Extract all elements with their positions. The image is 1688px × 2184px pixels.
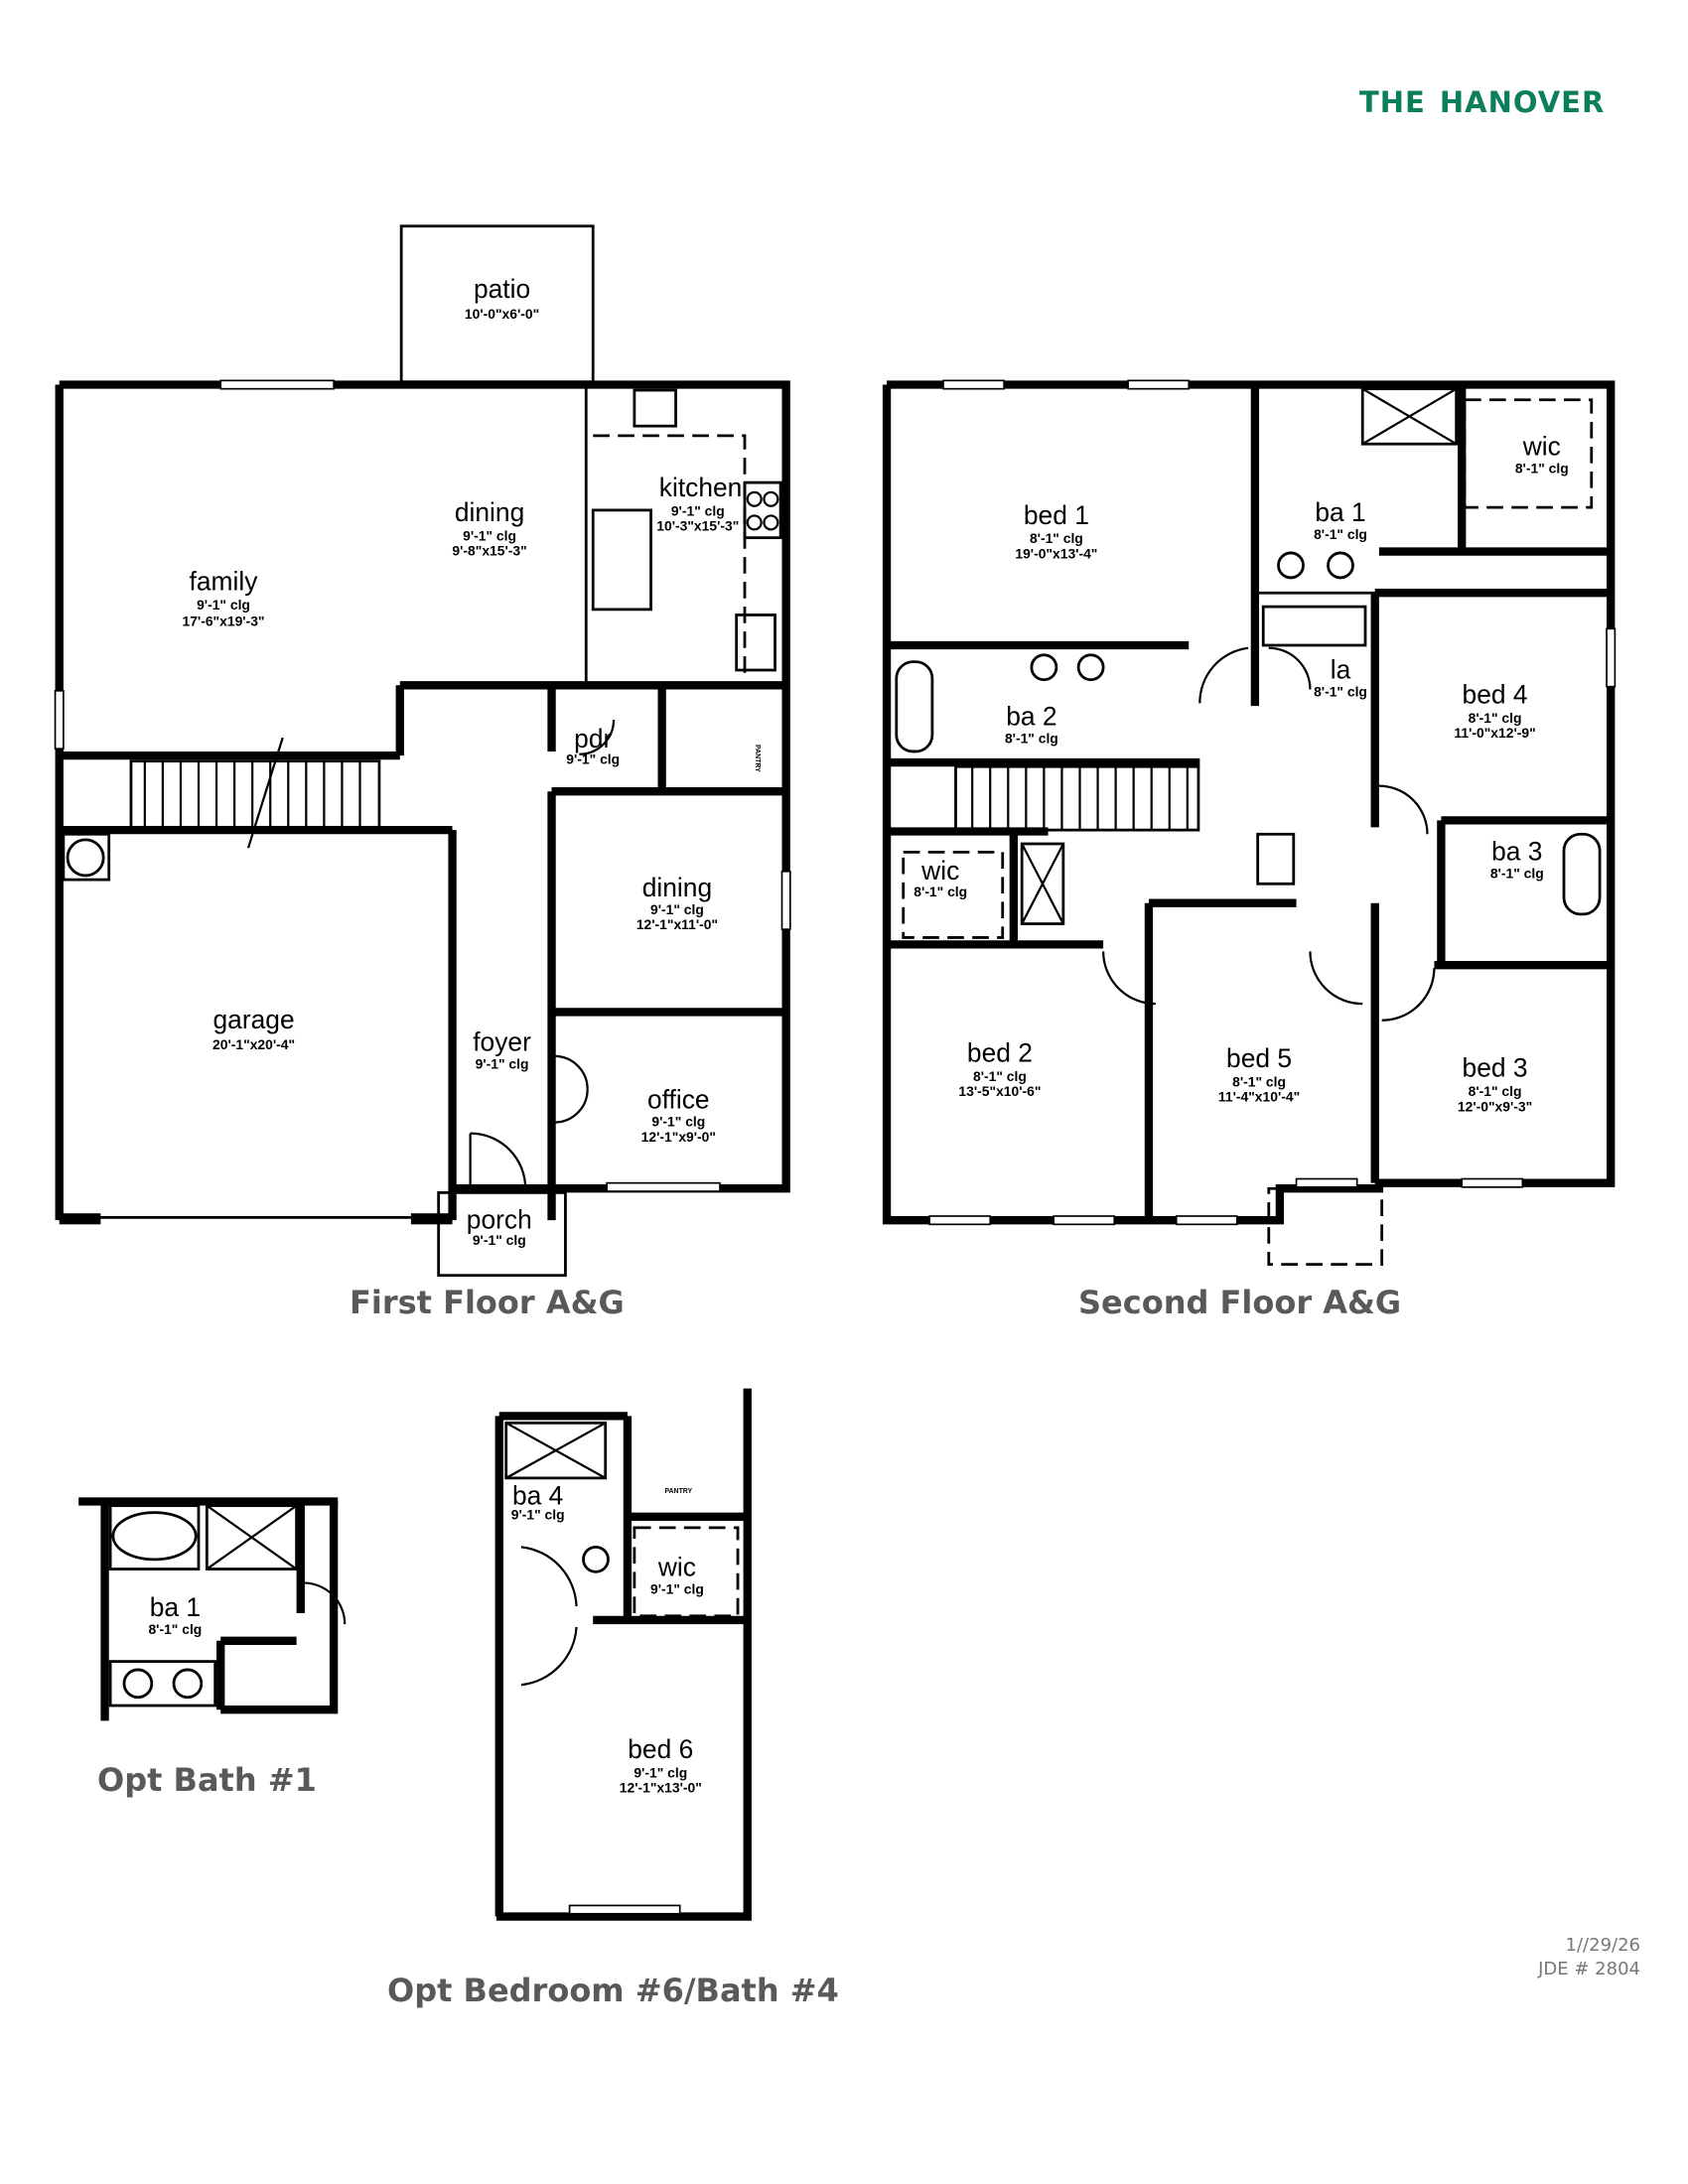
svg-text:9'-1" clg: 9'-1" clg xyxy=(463,527,516,543)
svg-text:9'-1" clg: 9'-1" clg xyxy=(651,1114,705,1130)
revision-date: 1//29/26 xyxy=(1565,1935,1640,1956)
revision-stamp: 1//29/26 JDE # 2804 xyxy=(1538,1934,1640,1981)
bathtub-ba3 xyxy=(1562,832,1602,916)
plan-title: THE HANOVER xyxy=(1359,85,1618,119)
caption-opt-bedroom: Opt Bedroom #6/Bath #4 xyxy=(387,1972,839,2009)
svg-text:12'-0"x9'-3": 12'-0"x9'-3" xyxy=(1458,1098,1532,1114)
room-label-bed-6: bed 6 xyxy=(628,1734,693,1764)
title-word-the: THE xyxy=(1359,85,1426,119)
svg-text:9'-1" clg: 9'-1" clg xyxy=(473,1232,526,1248)
kitchen-island xyxy=(591,508,652,612)
svg-text:8'-1" clg: 8'-1" clg xyxy=(1314,526,1367,542)
title-word-hanover: HANOVER xyxy=(1439,85,1606,119)
porch-outline xyxy=(437,1190,567,1278)
room-label-bed-4: bed 4 xyxy=(1463,679,1528,709)
svg-text:9'-8"x15'-3": 9'-8"x15'-3" xyxy=(452,543,526,559)
opt-bath-plan: ba 1 8'-1" clg xyxy=(78,1497,347,1721)
svg-text:9'-1" clg: 9'-1" clg xyxy=(650,1581,704,1597)
room-label-wic-opt: wic xyxy=(657,1553,696,1582)
cooktop xyxy=(743,480,782,540)
svg-text:12'-1"x11'-0": 12'-1"x11'-0" xyxy=(636,916,718,932)
room-label-ba-3: ba 3 xyxy=(1491,837,1542,867)
soaking-tub xyxy=(111,1511,198,1562)
svg-text:11'-4"x10'-4": 11'-4"x10'-4" xyxy=(1218,1089,1300,1105)
patio-outline xyxy=(399,224,595,384)
room-label-bed-3: bed 3 xyxy=(1463,1053,1528,1083)
svg-text:8'-1" clg: 8'-1" clg xyxy=(1005,731,1058,747)
pantry-label-opt: PANTRY xyxy=(664,1488,692,1495)
svg-text:20'-1"x20'-4": 20'-1"x20'-4" xyxy=(212,1036,295,1052)
room-label-bed-2: bed 2 xyxy=(967,1037,1033,1067)
svg-text:9'-1" clg: 9'-1" clg xyxy=(566,751,620,766)
caption-first-floor: First Floor A&G xyxy=(350,1284,625,1321)
svg-text:8'-1" clg: 8'-1" clg xyxy=(1232,1073,1286,1089)
svg-text:12'-1"x13'-0": 12'-1"x13'-0" xyxy=(620,1780,702,1796)
room-label-la: la xyxy=(1331,654,1351,684)
svg-text:11'-0"x12'-9": 11'-0"x12'-9" xyxy=(1454,725,1535,741)
second-floor-plan: bed 1 8'-1" clg 19'-0"x13'-4" ba 1 8'-1"… xyxy=(882,379,1617,1266)
svg-text:8'-1" clg: 8'-1" clg xyxy=(1030,530,1083,546)
first-floor-plan: patio 10'-0"x6'-0" family 9'-1" clg 17'-… xyxy=(54,224,791,1278)
svg-text:9'-1" clg: 9'-1" clg xyxy=(511,1507,565,1523)
svg-text:9'-1" clg: 9'-1" clg xyxy=(197,597,250,613)
svg-text:9'-1" clg: 9'-1" clg xyxy=(633,1764,687,1780)
svg-text:12'-1"x9'-0": 12'-1"x9'-0" xyxy=(641,1129,716,1145)
jde-number: JDE # 2804 xyxy=(1538,1959,1640,1979)
svg-text:8'-1" clg: 8'-1" clg xyxy=(1314,683,1367,699)
room-label-bed-1: bed 1 xyxy=(1024,500,1089,530)
linen-closet xyxy=(1020,842,1065,925)
caption-opt-bath: Opt Bath #1 xyxy=(97,1761,317,1799)
room-label-ba-4: ba 4 xyxy=(512,1480,563,1510)
room-label-wic: wic xyxy=(1522,431,1561,461)
opt-bedroom-plan: ba 4 9'-1" clg wic 9'-1" clg bed 6 9'-1"… xyxy=(494,1388,752,1921)
room-label-pdr: pdr xyxy=(574,724,612,753)
room-label-dining: dining xyxy=(455,497,524,527)
bathtub-ba2 xyxy=(895,660,934,753)
room-label-ba-2: ba 2 xyxy=(1006,702,1056,732)
svg-text:8'-1" clg: 8'-1" clg xyxy=(1490,866,1544,882)
svg-text:9'-1" clg: 9'-1" clg xyxy=(476,1055,529,1071)
front-door-swing xyxy=(470,1132,527,1189)
svg-text:8'-1" clg: 8'-1" clg xyxy=(1469,710,1522,726)
svg-text:17'-6"x19'-3": 17'-6"x19'-3" xyxy=(182,614,264,629)
shower-ba-4 xyxy=(504,1421,608,1480)
room-label-garage: garage xyxy=(212,1005,294,1034)
room-label-dining-2: dining xyxy=(642,873,712,902)
svg-text:9'-1" clg: 9'-1" clg xyxy=(671,502,725,518)
room-label-porch: porch xyxy=(467,1205,532,1235)
attic-access xyxy=(1256,832,1296,886)
room-label-office: office xyxy=(647,1085,710,1115)
staircase-first-floor xyxy=(129,737,381,849)
first-floor-exterior-wall xyxy=(59,380,790,1221)
svg-text:8'-1" clg: 8'-1" clg xyxy=(148,1621,202,1637)
svg-text:10'-3"x15'-3": 10'-3"x15'-3" xyxy=(656,518,739,534)
svg-text:9'-1" clg: 9'-1" clg xyxy=(650,901,704,917)
wic-shelving xyxy=(1463,398,1594,509)
room-label-patio: patio xyxy=(474,274,530,304)
refrigerator xyxy=(735,614,776,672)
pantry-label: PANTRY xyxy=(754,745,761,772)
svg-text:8'-1" clg: 8'-1" clg xyxy=(914,884,967,899)
water-heater-icon xyxy=(66,838,105,878)
svg-text:19'-0"x13'-4": 19'-0"x13'-4" xyxy=(1015,546,1097,562)
svg-text:8'-1" clg: 8'-1" clg xyxy=(1469,1083,1522,1099)
staircase-second-floor xyxy=(954,764,1200,832)
room-label-wic-2: wic xyxy=(920,856,959,886)
room-label-kitchen: kitchen xyxy=(659,473,743,502)
shower-ba1 xyxy=(1360,387,1459,446)
room-label-opt-ba-1: ba 1 xyxy=(150,1592,201,1622)
svg-text:10'-0"x6'-0": 10'-0"x6'-0" xyxy=(465,306,539,322)
washer-dryer xyxy=(1261,605,1367,647)
room-label-bed-5: bed 5 xyxy=(1226,1043,1292,1073)
room-label-foyer: foyer xyxy=(473,1026,531,1056)
svg-text:8'-1" clg: 8'-1" clg xyxy=(973,1068,1027,1084)
kitchen-sink xyxy=(633,388,677,428)
svg-text:8'-1" clg: 8'-1" clg xyxy=(1515,460,1569,476)
room-label-family: family xyxy=(190,566,259,596)
shower-opt-bath xyxy=(205,1504,298,1570)
caption-second-floor: Second Floor A&G xyxy=(1078,1284,1402,1321)
room-label-ba-1: ba 1 xyxy=(1315,497,1365,527)
svg-text:13'-5"x10'-6": 13'-5"x10'-6" xyxy=(958,1083,1041,1099)
